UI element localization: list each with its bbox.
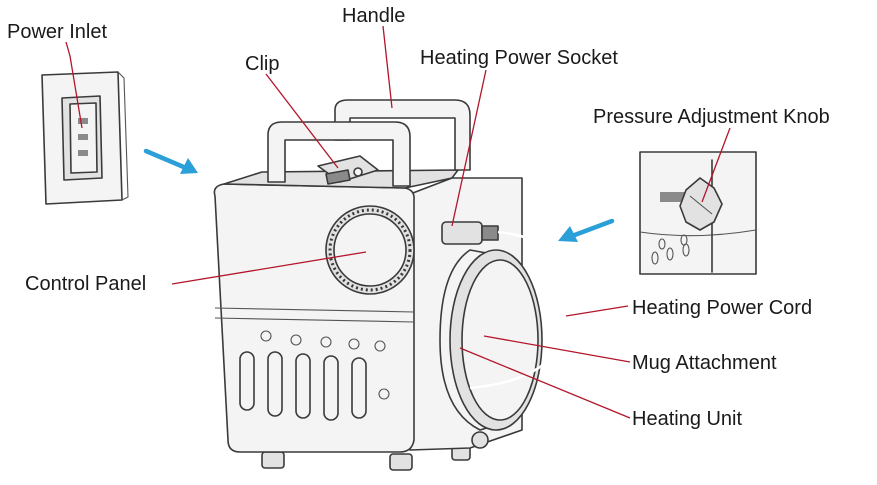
leader-pressure-knob	[701, 127, 731, 203]
mug-press-machine	[213, 99, 573, 471]
handle	[267, 99, 471, 187]
label-heating-unit: Heating Unit	[632, 408, 743, 430]
direction-arrow-left	[143, 148, 198, 174]
label-heating-power-socket: Heating Power Socket	[420, 47, 618, 69]
leader-clip	[265, 73, 339, 169]
leader-heating-unit	[459, 347, 631, 419]
leader-heating-power-cord	[565, 305, 629, 317]
heating-power-socket	[441, 221, 499, 245]
leader-handle	[382, 25, 393, 109]
label-mug-attachment: Mug Attachment	[632, 352, 777, 374]
label-handle: Handle	[342, 5, 405, 27]
leader-lines	[65, 25, 731, 419]
heating-power-cord	[469, 230, 573, 390]
power-inlet-inset	[41, 71, 129, 205]
label-heating-power-cord: Heating Power Cord	[632, 297, 812, 319]
vent-slots	[239, 330, 390, 421]
heating-unit	[439, 249, 543, 449]
labels: Power Inlet Handle Clip Heating Power So…	[7, 5, 830, 430]
label-clip: Clip	[245, 53, 279, 75]
pressure-knob-inset	[639, 151, 757, 275]
control-panel-dial	[325, 205, 415, 295]
leader-power-inlet	[65, 41, 83, 129]
label-control-panel: Control Panel	[25, 273, 146, 295]
label-power-inlet: Power Inlet	[7, 21, 107, 43]
label-pressure-adjustment-knob: Pressure Adjustment Knob	[593, 106, 830, 128]
pressure-knob	[679, 177, 723, 231]
leader-mug-attachment	[483, 335, 631, 363]
direction-arrow-right	[558, 218, 615, 242]
leader-control-panel	[171, 251, 367, 285]
leader-heating-power-socket	[451, 69, 487, 227]
